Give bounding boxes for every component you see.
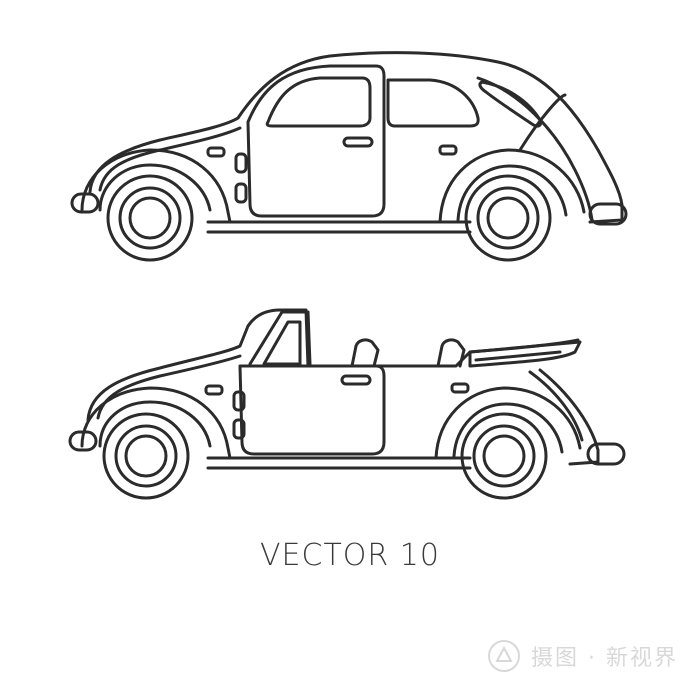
watermark-logo-icon [488,640,521,672]
sedan-car-icon [70,51,628,262]
convertible-car-icon [68,308,626,500]
watermark: 摄图 · 新视界 [487,636,678,676]
vector-caption: VECTOR 10 [260,538,440,573]
watermark-text: 摄图 · 新视界 [531,646,678,671]
